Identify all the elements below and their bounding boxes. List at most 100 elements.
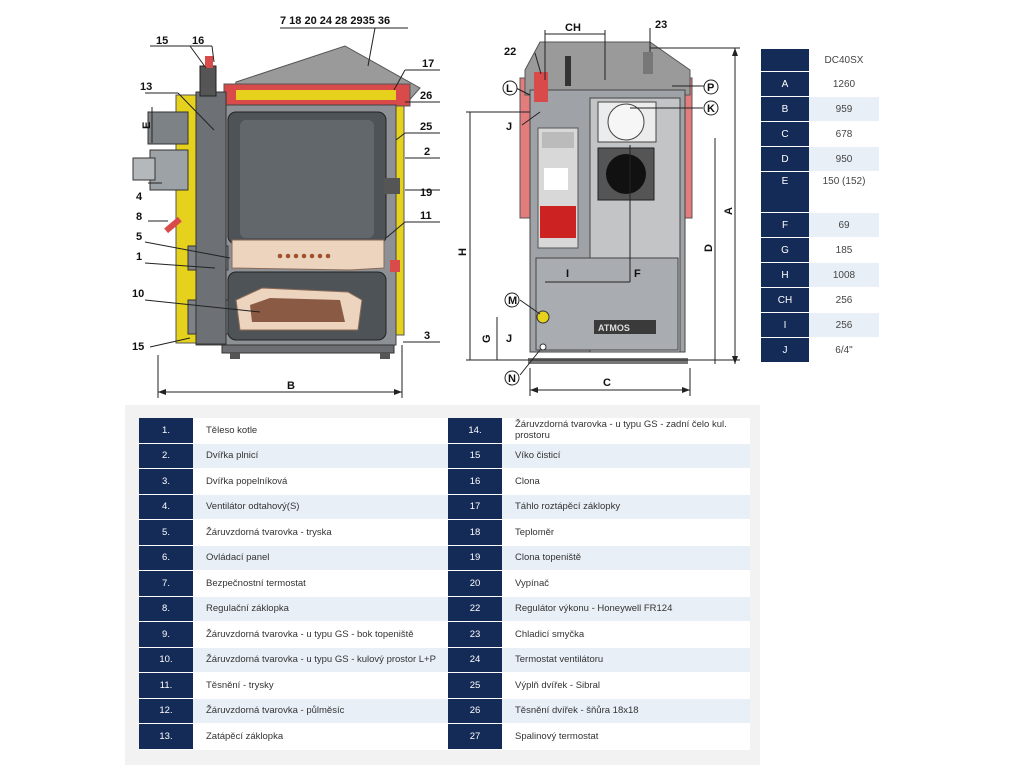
legend-text: Ovládací panel <box>193 545 448 571</box>
dimension-key: I <box>761 312 809 338</box>
callout-3: 3 <box>424 330 430 342</box>
dimensions-model: DC40SX <box>809 49 879 72</box>
dimension-i-label: I <box>566 268 569 280</box>
legend-text: Žáruvzdorná tvarovka - u typu GS - zadní… <box>502 418 750 444</box>
legend-text: Clona <box>502 468 750 495</box>
dimension-value: 185 <box>809 237 879 263</box>
dimension-value: 6/4" <box>809 337 879 363</box>
dimension-ch-label: CH <box>565 22 581 34</box>
boiler-front-view-drawing: ATMOS <box>457 19 740 396</box>
legend-text: Dvířka popelníková <box>193 468 448 495</box>
dimension-key: E <box>761 171 809 213</box>
legend-text: Těleso kotle <box>193 418 448 444</box>
dimension-value: 256 <box>809 287 879 313</box>
legend-text: Žáruvzdorná tvarovka - u typu GS - bok t… <box>193 621 448 648</box>
callout-2: 2 <box>424 146 430 158</box>
callout-25: 25 <box>420 121 432 133</box>
legend-text: Chladicí smyčka <box>502 621 750 648</box>
nameplate-plate <box>594 320 656 334</box>
callout-15-top: 15 <box>156 35 168 47</box>
parts-legend-table: 1.Těleso kotle 14.Žáruvzdorná tvarovka -… <box>139 418 750 750</box>
legend-text: Teploměr <box>502 519 750 546</box>
dimension-key: G <box>761 237 809 263</box>
legend-number: 27 <box>448 723 502 750</box>
callout-22: 22 <box>504 46 516 58</box>
legend-text: Žáruvzdorná tvarovka - půlměsíc <box>193 698 448 724</box>
legend-number: 12. <box>139 698 193 724</box>
legend-number: 15 <box>448 443 502 469</box>
legend-number: 9. <box>139 621 193 648</box>
legend-text: Výplň dvířek - Sibral <box>502 672 750 699</box>
legend-text: Spalinový termostat <box>502 723 750 750</box>
dimension-key: C <box>761 121 809 147</box>
legend-number: 14. <box>448 418 502 444</box>
callout-m: M <box>508 295 517 307</box>
callout-top-group: 7 18 20 24 28 2935 36 <box>280 15 390 27</box>
legend-text: Regulátor výkonu - Honeywell FR124 <box>502 596 750 622</box>
callout-16: 16 <box>192 35 204 47</box>
dimensions-header-row: DC40SX <box>761 49 879 72</box>
legend-number: 8. <box>139 596 193 622</box>
legend-row: 10.Žáruvzdorná tvarovka - u typu GS - ku… <box>139 647 750 673</box>
power-regulator <box>540 206 576 238</box>
legend-number: 3. <box>139 468 193 495</box>
callout-1: 1 <box>136 251 142 263</box>
legend-text: Bezpečnostní termostat <box>193 570 448 597</box>
legend-number: 7. <box>139 570 193 597</box>
callout-l: L <box>506 83 513 95</box>
callout-11: 11 <box>420 210 432 222</box>
legend-text: Clona topeniště <box>502 545 750 571</box>
refractory-nozzle <box>231 239 385 271</box>
callout-e: E <box>141 122 153 129</box>
legend-text: Víko čisticí <box>502 443 750 469</box>
dimension-f-label: F <box>634 268 641 280</box>
callout-4: 4 <box>136 191 143 203</box>
dimension-value: 150 (152) <box>809 171 879 213</box>
legend-text: Vypínač <box>502 570 750 597</box>
boiler-side-section-drawing: 7 18 20 24 28 2935 36 15 16 13 E 4 8 5 1… <box>132 15 440 398</box>
legend-text: Žáruvzdorná tvarovka - u typu GS - kulov… <box>193 647 448 673</box>
dimension-key: B <box>761 96 809 122</box>
legend-number: 10. <box>139 647 193 673</box>
dimension-key: A <box>761 71 809 97</box>
dimension-key: J <box>761 337 809 363</box>
dimension-g-label: G <box>481 334 493 343</box>
dimension-value: 69 <box>809 212 879 238</box>
callout-p: P <box>707 82 714 94</box>
legend-text: Těsnění dvířek - šňůra 18x18 <box>502 698 750 724</box>
callout-15-bottom: 15 <box>132 341 144 353</box>
callout-j-bottom: J <box>506 333 512 345</box>
legend-number: 2. <box>139 443 193 469</box>
legend-row: 1.Těleso kotle 14.Žáruvzdorná tvarovka -… <box>139 418 750 444</box>
legend-number: 11. <box>139 672 193 699</box>
callout-10: 10 <box>132 288 144 300</box>
legend-number: 20 <box>448 570 502 597</box>
legend-text: Termostat ventilátoru <box>502 647 750 673</box>
legend-text: Zatápěcí záklopka <box>193 723 448 750</box>
legend-number: 1. <box>139 418 193 444</box>
legend-text: Dvířka plnicí <box>193 443 448 469</box>
dimension-value: 950 <box>809 146 879 172</box>
dimension-value: 959 <box>809 96 879 122</box>
callout-23: 23 <box>655 19 667 31</box>
callout-5: 5 <box>136 231 142 243</box>
legend-number: 24 <box>448 647 502 673</box>
dimension-key: H <box>761 262 809 288</box>
dimension-d-label: D <box>703 244 715 252</box>
dimension-key: CH <box>761 287 809 313</box>
legend-number: 17 <box>448 494 502 520</box>
